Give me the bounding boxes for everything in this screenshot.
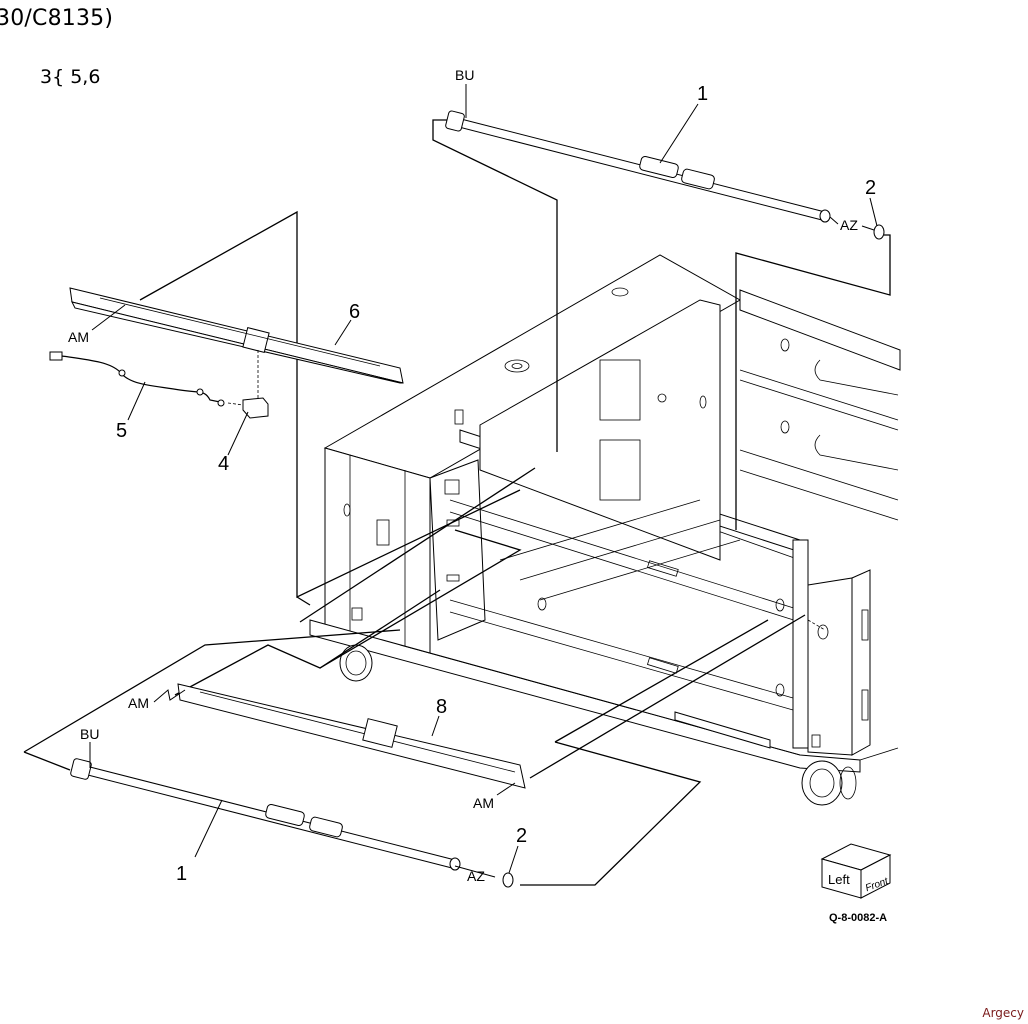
callout-2-top: 2 — [865, 177, 876, 199]
leader-lines — [89, 84, 878, 878]
explode-lines — [23, 119, 891, 886]
tag-am-item8-left: AM — [128, 695, 149, 711]
part-8-lower-guide — [177, 683, 526, 789]
part-4-sensor — [227, 350, 269, 419]
tag-bu-bottom: BU — [80, 726, 99, 742]
orientation-cube-icon: Left Front — [820, 843, 892, 899]
callout-6: 6 — [349, 301, 360, 323]
subtitle-item-list: 3{ 5,6 — [40, 66, 101, 88]
callout-5: 5 — [116, 420, 127, 442]
callout-2-bottom: 2 — [516, 825, 527, 847]
callout-4: 4 — [218, 453, 229, 475]
part-5-harness — [49, 351, 225, 407]
tag-am-item8-right: AM — [473, 795, 494, 811]
watermark: Argecy — [982, 1006, 1024, 1020]
callout-1-top: 1 — [697, 83, 708, 105]
tag-bu-top: BU — [455, 67, 474, 83]
cube-left-label: Left — [828, 872, 850, 887]
tag-am-item6: AM — [68, 329, 89, 345]
callout-8: 8 — [436, 696, 447, 718]
figure-id: Q-8-0082-A — [829, 912, 888, 924]
part-1-bottom-roll-shaft — [70, 758, 461, 871]
part-6-guide — [69, 287, 404, 384]
page-title: 30/C8135) — [0, 6, 114, 31]
part-1-top-roll-shaft — [445, 110, 831, 223]
part-2-top-bearing — [873, 224, 885, 240]
part-2-bottom-bearing — [502, 872, 514, 888]
machine-frame — [309, 254, 901, 806]
tag-az-top: AZ — [840, 217, 858, 233]
callout-1-bottom: 1 — [176, 863, 187, 885]
tag-az-bottom: AZ — [467, 868, 485, 884]
